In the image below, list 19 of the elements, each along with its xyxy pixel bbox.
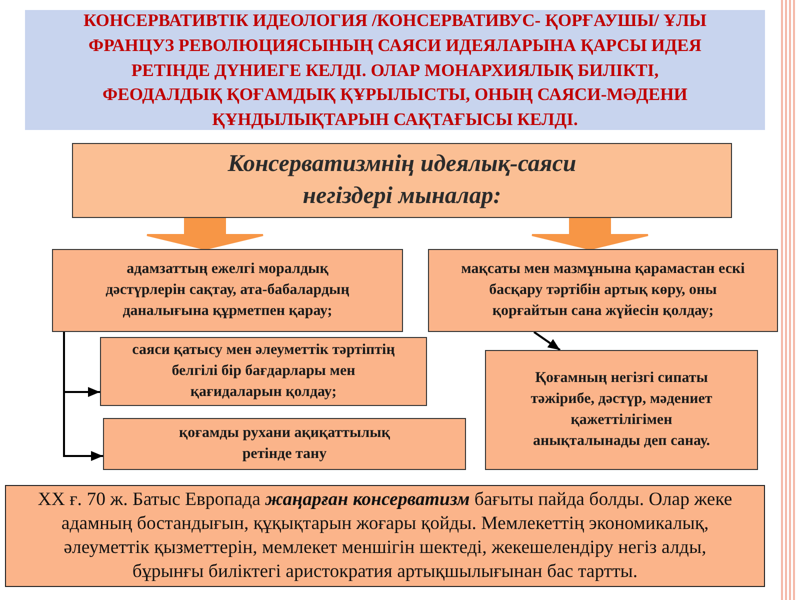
item-box <box>485 350 758 470</box>
body-text: адамзаттың ежелгі моралдық дәстүрлерін сақтау, ата-бабалардың даналығына құрметпен қарау; <box>104 260 350 321</box>
body-text: XX ғ. 70 ж. Батыс Европада жаңарған консерватизм бағыты пайда болды. Олар жеке адамның бостандығын, құқықтарын жоғары қойды. Мемлекеттің экономикалық, әлеуметтік қызметтерін, мемлекет меншігін шектеді, жекешелендіру негіз алды, бұрынғы биліктегі аристократия артықшылығынан бас тартты. <box>36 488 734 584</box>
body-text: мақсаты мен мазмұнына қарамастан ескі басқару тәртібін артық көру, оны қорғайтын сана жүйесін қолдау; <box>460 260 746 321</box>
header-banner <box>25 10 765 130</box>
heading-text: Консерватизмнің идеялық-саяси негіздері мыналар: <box>226 150 578 210</box>
body-text: Қоғамның негізгі сипаты тәжірибе, дәстүр, мәдениет қажеттілігімен анықталынады деп санау. <box>530 369 714 451</box>
heading-box <box>72 143 732 218</box>
body-text: қоғамды рухани ақиқаттылық ретінде тану <box>178 424 391 464</box>
item-box <box>428 249 778 332</box>
body-text: саяси қатысу мен әлеуметтік тәртіптің белгілі бір бағдарлары мен қағидаларын қолдау; <box>131 341 396 402</box>
item-box <box>52 249 403 332</box>
item-box <box>103 418 466 470</box>
item-box <box>100 337 427 406</box>
block-arrow <box>146 217 264 250</box>
arrow <box>533 331 561 351</box>
body-text: КОНСЕРВАТИВТІК ИДЕОЛОГИЯ /КОНСЕРВАТИВУС- ҚОРҒАУШЫ/ ҰЛЫ ФРАНЦУЗ РЕВОЛЮЦИЯСЫНЫҢ САЯСИ ИДЕЯЛАРЫНА ҚАРСЫ ИДЕЯ РЕТІНДЕ ДҮНИЕГЕ КЕЛДІ. ОЛАР МОНАРХИЯЛЫҚ БИЛІКТІ, ФЕОДАЛДЫҚ ҚОҒАМДЫҚ ҚҰРЫЛЫСТЫ, ОНЫҢ САЯСИ-МӘДЕНИ ҚҰНДЫЛЫҚТАРЫН САҚТАҒЫСЫ КЕЛДІ. <box>83 9 707 131</box>
arrow <box>63 332 103 461</box>
block-arrow <box>531 217 649 250</box>
